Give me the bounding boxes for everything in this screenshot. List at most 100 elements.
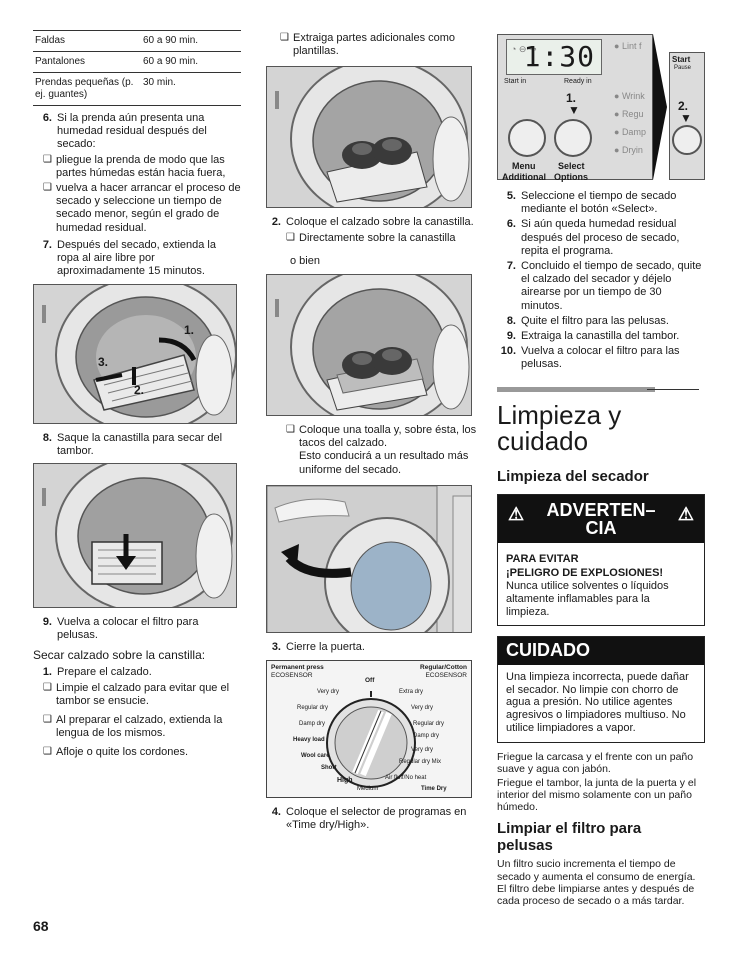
- bullet-item: ❑Directamente sobre la canastilla: [286, 232, 478, 245]
- table-cell: Faldas: [33, 30, 141, 52]
- step-number: 6.: [506, 218, 516, 231]
- bullet-text: Al preparar el calzado, extienda la leng…: [56, 713, 223, 740]
- dial-label: Very dry: [317, 688, 340, 695]
- paragraph: Friegue la carcasa y el frente con un pa…: [497, 751, 694, 776]
- step-text: Extraiga la canastilla del tambor.: [521, 329, 680, 342]
- option-label: Regu: [621, 109, 644, 119]
- dial-label: Time Dry: [421, 785, 447, 792]
- additional-label: Additional: [502, 172, 546, 182]
- step-number: 8.: [42, 432, 52, 445]
- section-heading: Secar calzado sobre la canstilla:: [33, 648, 206, 662]
- table-cell: 60 a 90 min.: [141, 51, 241, 73]
- step-number: 9.: [42, 615, 52, 628]
- step-4: 4. Coloque el selector de programas en «…: [266, 806, 478, 832]
- step-number: 4.: [271, 805, 281, 818]
- dial-label: Air fluff/No heat: [385, 774, 427, 781]
- option-item: ● Wrink: [614, 91, 645, 101]
- select-label: Select: [558, 161, 585, 171]
- display-symbols-icon: ◔ ⊖ ⊸: [511, 44, 537, 54]
- paragraph: Friegue el tambor, la junta de la puerta…: [497, 777, 697, 814]
- table-row: Faldas 60 a 90 min.: [33, 30, 241, 52]
- option-item: ● Dryin: [614, 145, 643, 155]
- step-10: 10. Vuelva a colocar el filtro para las …: [497, 345, 705, 371]
- bullet-item: ❑Al preparar el calzado, extienda la len…: [43, 714, 241, 740]
- warning-line: PARA EVITAR: [506, 553, 579, 566]
- step-number: 2.: [271, 216, 281, 229]
- step-8: 8. Saque la canastilla para secar del ta…: [33, 432, 241, 458]
- pause-label: Pause: [674, 65, 692, 71]
- step-text: Saque la canastilla para secar del tambo…: [57, 432, 223, 458]
- step-number: 5.: [506, 190, 516, 202]
- column-left: Faldas 60 a 90 min. Pantalones 60 a 90 m…: [33, 30, 241, 760]
- step-3: 3. Cierre la puerta.: [266, 641, 478, 654]
- arrow-down-icon: ▼: [568, 103, 580, 117]
- bullet-line: Esto conducirá a un resultado más unifor…: [299, 450, 469, 476]
- checkbox-bullet-icon: ❑: [43, 746, 52, 758]
- step-number: 8.: [506, 314, 516, 327]
- step-2: 2. Coloque el calzado sobre la canastill…: [266, 216, 478, 229]
- callout-label: 2.: [134, 383, 145, 398]
- warning-text: Nunca utilice solventes o líquidos altam…: [506, 579, 669, 619]
- bullet-line: Coloque una toalla y, sobre ésta, los ta…: [299, 423, 477, 450]
- bullet-item: ❑ Coloque una toalla y, sobre ésta, los …: [286, 424, 478, 477]
- step-text: Coloque el selector de programas en «Tim…: [286, 805, 467, 832]
- panel-display: ◔ ⊖ ⊸ 1:30: [506, 39, 602, 75]
- step-7: 7. Después del secado, extienda la ropa …: [33, 239, 241, 279]
- option-item: ● Damp: [614, 127, 646, 137]
- warning-triangle-icon: ⚠: [677, 504, 694, 525]
- chevron-right-icon: [653, 34, 667, 180]
- warning-body: PARA EVITAR ¡PELIGRO DE EXPLOSIONES! Nun…: [498, 543, 704, 625]
- step-text: Cierre la puerta.: [286, 640, 365, 653]
- option-item: ● Lint f: [614, 41, 642, 51]
- step-text: Si aún queda humedad residual después de…: [521, 218, 680, 257]
- bullet-text: Coloque una toalla y, sobre ésta, los ta…: [299, 424, 478, 477]
- warning-box: ⚠ ADVERTEN– CIA ⚠ PARA EVITAR ¡PELIGRO D…: [497, 494, 705, 627]
- bullet-item: ❑Afloje o quite los cordones.: [43, 746, 241, 759]
- step-9: 9. Vuelva a colocar el filtro para pelus…: [33, 616, 241, 642]
- dial-label: Regular/Cotton: [420, 663, 467, 671]
- section-title: Limpieza del secador: [497, 468, 649, 486]
- step-text: Si la prenda aún presenta una humedad re…: [57, 112, 207, 151]
- step-text: Prepare el calzado.: [57, 666, 152, 679]
- bullet-item: ❑Extraiga partes adicionales como planti…: [280, 32, 478, 58]
- bullet-item: ❑pliegue la prenda de modo que las parte…: [43, 154, 241, 180]
- table-cell: 30 min.: [141, 72, 241, 106]
- dial-label: Damp dry: [299, 720, 326, 727]
- section-title: Limpiar el filtro para pelusas: [497, 820, 642, 854]
- bullet-item: ❑vuelva a hacer arrancar el proceso de s…: [43, 182, 241, 235]
- dial-label: Regular dry Mix: [399, 758, 442, 765]
- menu-button[interactable]: [508, 119, 546, 157]
- start-button[interactable]: [672, 125, 702, 155]
- step-5: 5. Seleccione el tiempo de secado median…: [497, 190, 705, 216]
- select-button[interactable]: [554, 119, 592, 157]
- warning-triangle-icon: ⚠: [508, 504, 525, 525]
- step-text: Coloque el calzado sobre la canastilla.: [286, 216, 474, 229]
- table-cell: Pantalones: [33, 51, 141, 73]
- bullet-text: Directamente sobre la canastilla: [299, 231, 456, 244]
- dial-label: Very dry: [411, 704, 434, 711]
- caution-header: CUIDADO: [498, 637, 704, 665]
- step-text: Seleccione el tiempo de secado mediante …: [521, 190, 677, 216]
- dial-label: Heavy load: [293, 736, 325, 743]
- drying-time-table: Faldas 60 a 90 min. Pantalones 60 a 90 m…: [33, 30, 241, 106]
- dial-label: Damp dry: [413, 732, 440, 739]
- warning-title: ADVERTEN– CIA: [546, 500, 656, 539]
- dial-label: Regular dry: [413, 720, 445, 727]
- page-number: 68: [33, 918, 49, 934]
- step-text: Después del secado, extienda la ropa al …: [57, 238, 216, 278]
- step-text: Vuelva a colocar el filtro para las pelu…: [521, 345, 680, 371]
- step-1: 1. Prepare el calzado.: [33, 666, 241, 679]
- table-row: Pantalones 60 a 90 min.: [33, 51, 241, 73]
- panel-label: Ready in: [564, 78, 592, 85]
- option-item: ● Regu: [614, 109, 644, 119]
- checkbox-bullet-icon: ❑: [43, 153, 52, 165]
- divider-line: [647, 389, 699, 391]
- dial-label: High: [337, 776, 353, 784]
- step-8: 8. Quite el filtro para las pelusas.: [497, 315, 705, 328]
- option-label: Wrink: [621, 91, 645, 101]
- illustration-shoes-on-towel: [266, 273, 472, 416]
- step-number: 1.: [42, 666, 52, 679]
- column-right: ◔ ⊖ ⊸ 1:30 Start in Ready in 1. ▼ Menu A…: [497, 30, 705, 907]
- step-6: 6. Si la prenda aún presenta una humedad…: [33, 112, 241, 152]
- step-9: 9. Extraiga la canastilla del tambor.: [497, 330, 705, 343]
